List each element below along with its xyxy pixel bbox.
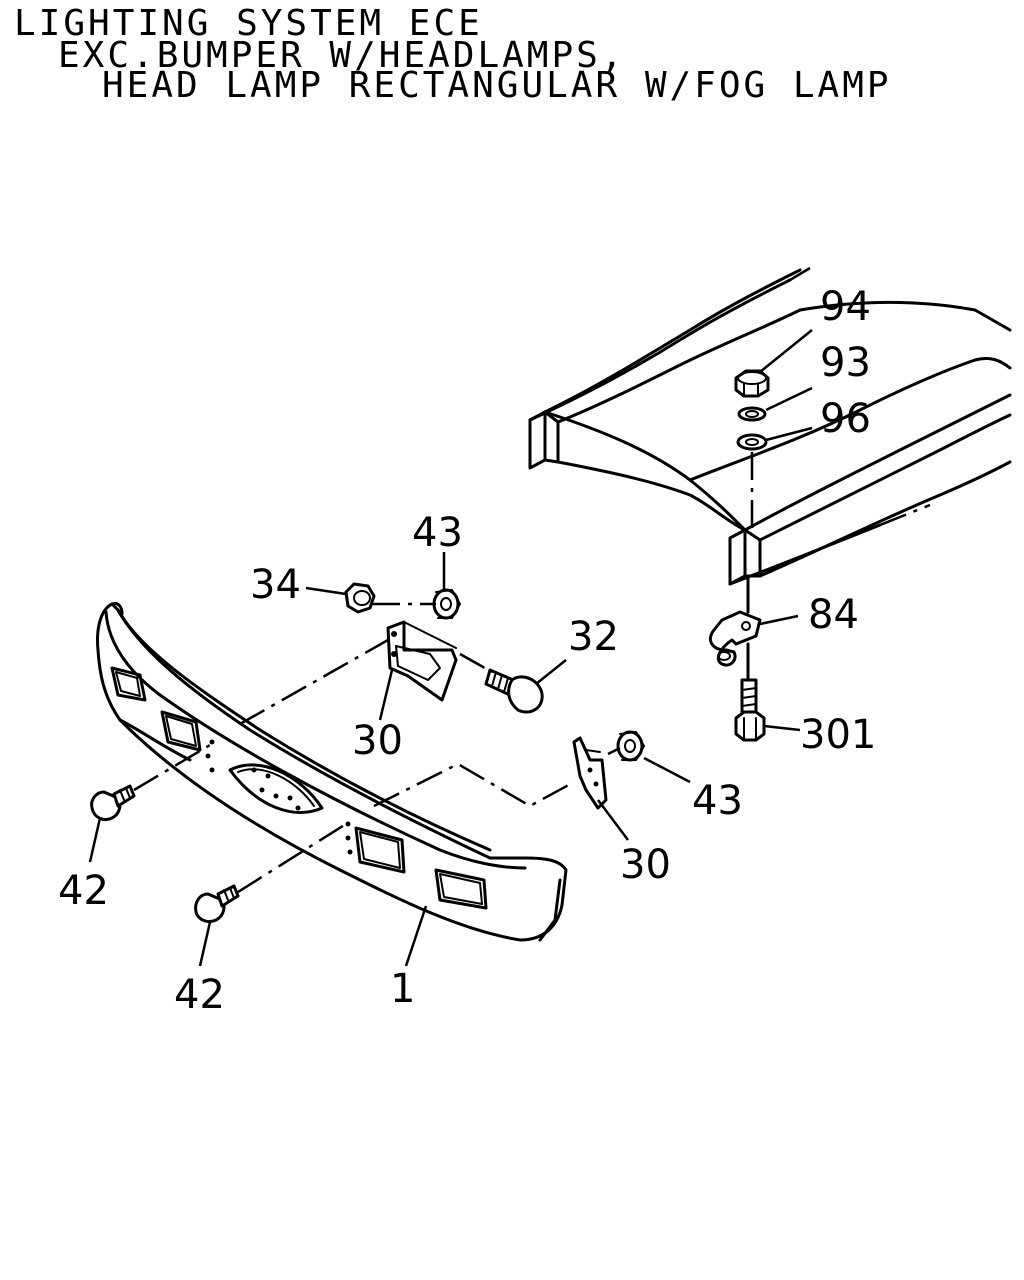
callout-94: 94: [820, 284, 871, 330]
flange-nut-43-upper: [432, 588, 461, 620]
bracket-30-upper: [386, 620, 458, 702]
callout-43-upper: 43: [412, 510, 463, 556]
nut-34: [344, 582, 376, 614]
callout-301: 301: [800, 712, 876, 758]
flange-nut-43-lower: [616, 730, 645, 762]
washer-96: [736, 433, 768, 451]
callout-30-upper: 30: [352, 718, 403, 764]
callout-34: 34: [250, 562, 301, 608]
callout-labels: 94 93 96 84 301 43 34 32 30 43 30 42 42 …: [58, 284, 876, 1018]
bracket-84: [709, 610, 762, 667]
callout-42-left: 42: [58, 868, 109, 914]
lock-washer-93: [737, 406, 767, 422]
callout-84: 84: [808, 592, 859, 638]
diagram-title: LIGHTING SYSTEM ECE EXC.BUMPER W/HEADLAM…: [14, 3, 892, 106]
title-line-2: EXC.BUMPER W/HEADLAMPS,: [58, 35, 626, 76]
callout-43-lower: 43: [692, 778, 743, 824]
screw-42-lower: [194, 884, 240, 924]
assembly-lines: [133, 602, 621, 894]
bracket-30-lower: [572, 736, 608, 810]
frame-rail: [528, 266, 1012, 586]
screw-42-left: [90, 784, 136, 822]
leader-lines: [88, 329, 813, 967]
callout-42-lower: 42: [174, 972, 225, 1018]
bolt-301: [734, 678, 766, 742]
bumper-1: [96, 602, 568, 942]
callout-30-lower: 30: [620, 842, 671, 888]
title-line-3: HEAD LAMP RECTANGULAR W/FOG LAMP: [102, 65, 892, 106]
callout-1: 1: [390, 966, 415, 1012]
callout-32: 32: [568, 614, 619, 660]
callout-93: 93: [820, 340, 871, 386]
callout-96: 96: [820, 396, 871, 442]
bolt-32: [484, 668, 544, 714]
frame-nut-94: [734, 369, 770, 398]
title-line-1: LIGHTING SYSTEM ECE: [14, 3, 483, 44]
